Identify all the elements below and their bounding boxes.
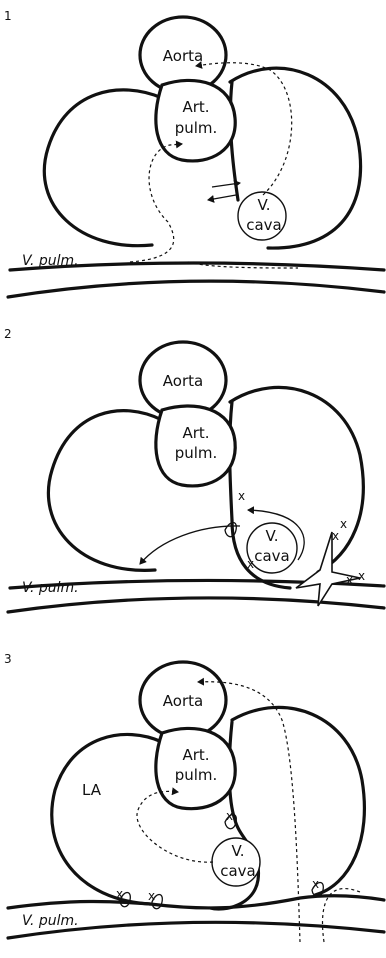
- la-label: LA: [82, 781, 102, 799]
- left-atrium: [50, 732, 164, 906]
- suture-mark: x: [247, 557, 254, 571]
- art-label-line1: Art.: [182, 98, 209, 116]
- pulmonary-vein-wall: [8, 261, 386, 272]
- suture-mark: x: [226, 809, 233, 823]
- cava-label-line2: cava: [254, 547, 290, 565]
- suture-loop: [151, 893, 163, 910]
- pulmonary-artery: [154, 404, 237, 488]
- incision-mark: [295, 531, 361, 607]
- cava-label-line1: V.: [231, 842, 244, 860]
- vpulm-label: V. pulm.: [22, 253, 79, 269]
- pulmonary-vein-wall-lower: [6, 279, 386, 299]
- vena-cava: [246, 522, 298, 574]
- aorta-label: Aorta: [163, 692, 203, 710]
- right-atrium: [228, 66, 363, 250]
- flow-path-to-artery: [136, 787, 214, 863]
- panel-number: 2: [4, 327, 12, 341]
- suture-mark: x: [116, 887, 123, 901]
- aorta-label: Aorta: [163, 47, 203, 65]
- art-label-line2: pulm.: [175, 444, 218, 462]
- suture-mark: x: [346, 573, 353, 587]
- flow-path-right: [321, 887, 361, 943]
- right-atrium: [230, 705, 367, 897]
- cava-label-line1: V.: [265, 527, 278, 545]
- suture-mark: x: [312, 877, 319, 891]
- panel-1: 1 Aorta Art. pulm. V. cava V. pulm.: [4, 9, 386, 299]
- cava-label-line2: cava: [246, 216, 282, 234]
- suture-mark: x: [238, 489, 245, 503]
- flow-path-to-artery: [129, 140, 183, 263]
- cava-label-line2: cava: [220, 862, 256, 880]
- left-atrium: [46, 409, 164, 572]
- panel-number: 3: [4, 652, 12, 666]
- vpulm-label: V. pulm.: [22, 913, 79, 929]
- art-label-line1: Art.: [182, 424, 209, 442]
- septum-patch: [230, 518, 292, 590]
- pulmonary-vein-wall-lower: [6, 920, 386, 940]
- suture-mark: x: [332, 529, 339, 543]
- left-atrium: [42, 88, 164, 248]
- flow-arrow-to-septum: [247, 506, 305, 561]
- suture-loop: [224, 521, 237, 538]
- suture-mark: x: [358, 569, 365, 583]
- vena-cava: [237, 191, 287, 241]
- panel-3: 3 Aorta Art. pulm. V. cava LA x x x x V.…: [4, 652, 386, 943]
- suture-loop: [224, 813, 237, 830]
- panel-number: 1: [4, 9, 12, 23]
- shunt-arrow-left: [207, 194, 237, 203]
- pulmonary-vein-wall-lower: [6, 596, 386, 614]
- art-label-line2: pulm.: [175, 766, 218, 784]
- vpulm-label: V. pulm.: [22, 580, 79, 596]
- suture-loop: [311, 881, 324, 898]
- flow-path-pulmonary: [187, 261, 299, 269]
- suture-loop: [119, 891, 131, 908]
- cava-label-line1: V.: [257, 196, 270, 214]
- art-label-line1: Art.: [182, 746, 209, 764]
- suture-mark: x: [340, 517, 347, 531]
- panel-2: 2 Aorta Art. pulm. V. cava x x x x x x V…: [4, 327, 386, 614]
- suture-mark: x: [148, 889, 155, 903]
- shunt-arrow-right: [211, 179, 241, 188]
- aorta-label: Aorta: [163, 372, 203, 390]
- art-label-line2: pulm.: [175, 119, 218, 137]
- right-atrium: [228, 385, 365, 574]
